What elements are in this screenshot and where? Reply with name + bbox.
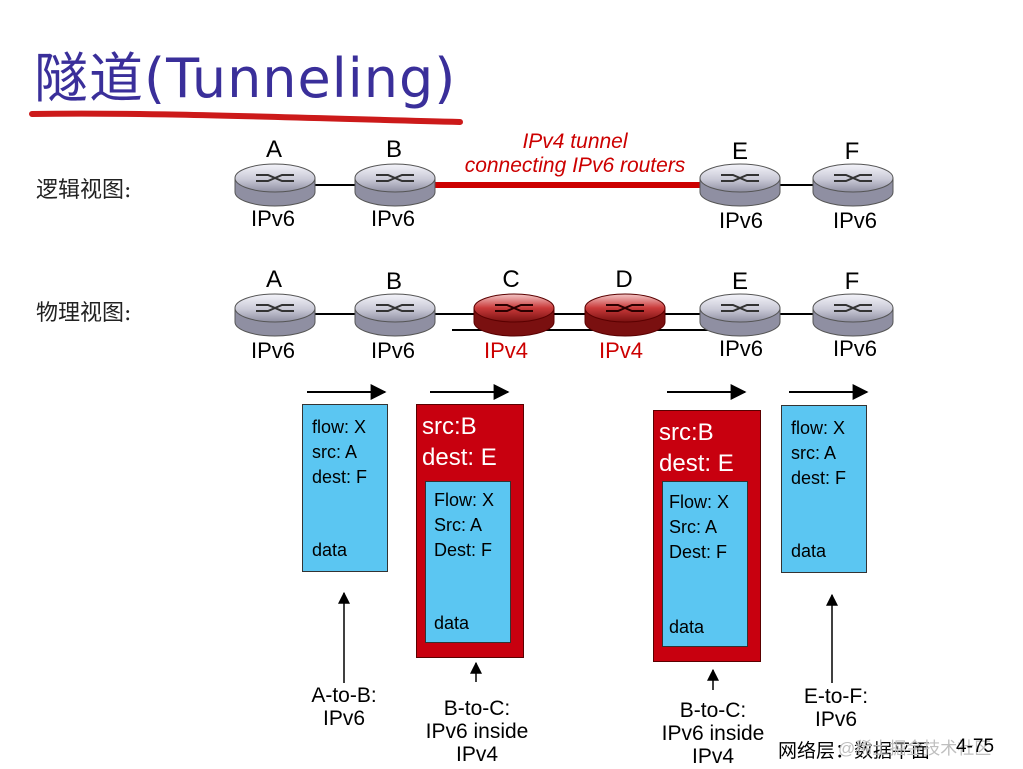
logical-view-label: 逻辑视图: xyxy=(36,178,132,203)
logical-router-b-icon xyxy=(354,163,436,207)
packet-b-to-c-2-dest: Dest: F xyxy=(669,542,728,562)
packet-b-to-c-inner: Flow: X Src: A Dest: F data xyxy=(425,481,511,643)
physical-router-c-letter: C xyxy=(502,266,520,293)
physical-router-f-icon xyxy=(812,293,894,337)
tunnel-label-line2: connecting IPv6 routers xyxy=(464,154,686,177)
packet-b-to-c-2-src: Src: A xyxy=(669,517,718,537)
caption-a-to-b-line2: IPv6 xyxy=(322,707,366,730)
caption-b-to-c-line3: IPv4 xyxy=(455,743,499,766)
packet-a-to-b: flow: X src: A dest: F data xyxy=(302,404,388,572)
physical-router-b-proto: IPv6 xyxy=(370,338,416,363)
packet-a-to-b-dest: dest: F xyxy=(312,467,368,487)
tunnel-label: IPv4 tunnel connecting IPv6 routers xyxy=(440,130,710,178)
packet-b-to-c-2-inner: Flow: X Src: A Dest: F data xyxy=(662,481,748,647)
physical-router-d-proto: IPv4 xyxy=(598,338,644,363)
caption-b-to-c-2-line3: IPv4 xyxy=(691,745,735,768)
physical-router-a-icon xyxy=(234,293,316,337)
packet-b-to-c-outer-src: src:B xyxy=(422,413,477,440)
page-title: 隧道(Tunneling) xyxy=(34,47,457,110)
physical-router-b-letter: B xyxy=(385,268,402,295)
footer-text: 网络层：数据平面 xyxy=(778,741,931,762)
physical-router-f-letter: F xyxy=(844,268,860,295)
logical-router-e-proto: IPv6 xyxy=(718,208,764,233)
packet-a-to-b-flow: flow: X xyxy=(312,417,367,437)
packet-e-to-f-flow: flow: X xyxy=(791,418,846,438)
physical-router-a-proto: IPv6 xyxy=(250,338,296,363)
physical-router-f-proto: IPv6 xyxy=(832,336,878,361)
logical-router-b-letter: B xyxy=(385,136,402,163)
packet-a-to-b-src: src: A xyxy=(312,442,358,462)
caption-e-to-f: E-to-F: IPv6 xyxy=(786,685,886,731)
caption-b-to-c-2: B-to-C: IPv6 inside IPv4 xyxy=(647,699,779,768)
physical-view-label: 物理视图: xyxy=(36,301,132,326)
physical-router-c-proto: IPv4 xyxy=(483,338,529,363)
packet-e-to-f: flow: X src: A dest: F data xyxy=(781,405,867,573)
physical-router-d-icon xyxy=(584,293,666,337)
logical-router-a-icon xyxy=(234,163,316,207)
physical-router-d-letter: D xyxy=(615,266,633,293)
caption-e-to-f-line2: IPv6 xyxy=(814,708,858,731)
physical-router-b-icon xyxy=(354,293,436,337)
packet-b-to-c-2-flow: Flow: X xyxy=(669,492,730,512)
packet-b-to-c-2-outer-dest: dest: E xyxy=(659,450,734,477)
packet-b-to-c-2-outer-src: src:B xyxy=(659,419,714,446)
caption-e-to-f-line1: E-to-F: xyxy=(803,685,869,708)
packet-b-to-c-dest: Dest: F xyxy=(434,540,493,560)
physical-router-e-letter: E xyxy=(731,268,748,295)
logical-router-a-proto: IPv6 xyxy=(250,206,296,231)
packet-e-to-f-dest: dest: F xyxy=(791,468,847,488)
packet-b-to-c-2-data: data xyxy=(669,617,705,637)
packet-b-to-c-2-outer: src:B dest: E Flow: X Src: A Dest: F dat… xyxy=(653,410,761,662)
packet-b-to-c-data: data xyxy=(434,613,470,633)
caption-b-to-c-line1: B-to-C: xyxy=(443,697,511,720)
logical-router-b-proto: IPv6 xyxy=(370,206,416,231)
packet-b-to-c-src: Src: A xyxy=(434,515,483,535)
caption-a-to-b-line1: A-to-B: xyxy=(311,684,377,707)
physical-router-e-proto: IPv6 xyxy=(718,336,764,361)
caption-b-to-c-2-line1: B-to-C: xyxy=(679,699,747,722)
logical-router-a-letter: A xyxy=(265,136,282,163)
packet-b-to-c-outer: src:B dest: E Flow: X Src: A Dest: F dat… xyxy=(416,404,524,658)
physical-router-c-icon xyxy=(473,293,555,337)
logical-router-e-icon xyxy=(699,163,781,207)
packet-b-to-c-flow: Flow: X xyxy=(434,490,495,510)
physical-router-a-letter: A xyxy=(265,266,282,293)
caption-b-to-c: B-to-C: IPv6 inside IPv4 xyxy=(412,697,542,766)
packet-e-to-f-data: data xyxy=(791,541,827,561)
watermark: @稀土掘金技术社区 xyxy=(838,739,992,758)
logical-router-e-letter: E xyxy=(731,138,748,165)
page-number: 4-75 xyxy=(956,736,995,757)
caption-a-to-b: A-to-B: IPv6 xyxy=(294,684,394,730)
caption-b-to-c-2-line2: IPv6 inside xyxy=(661,722,765,745)
tunnel-label-line1: IPv4 tunnel xyxy=(522,130,628,153)
logical-router-f-icon xyxy=(812,163,894,207)
caption-b-to-c-line2: IPv6 inside xyxy=(425,720,529,743)
title-underline xyxy=(29,110,463,125)
packet-e-to-f-src: src: A xyxy=(791,443,837,463)
logical-router-f-proto: IPv6 xyxy=(832,208,878,233)
logical-router-f-letter: F xyxy=(844,138,860,165)
packet-a-to-b-data: data xyxy=(312,540,348,560)
physical-router-e-icon xyxy=(699,293,781,337)
packet-b-to-c-outer-dest: dest: E xyxy=(422,444,497,471)
